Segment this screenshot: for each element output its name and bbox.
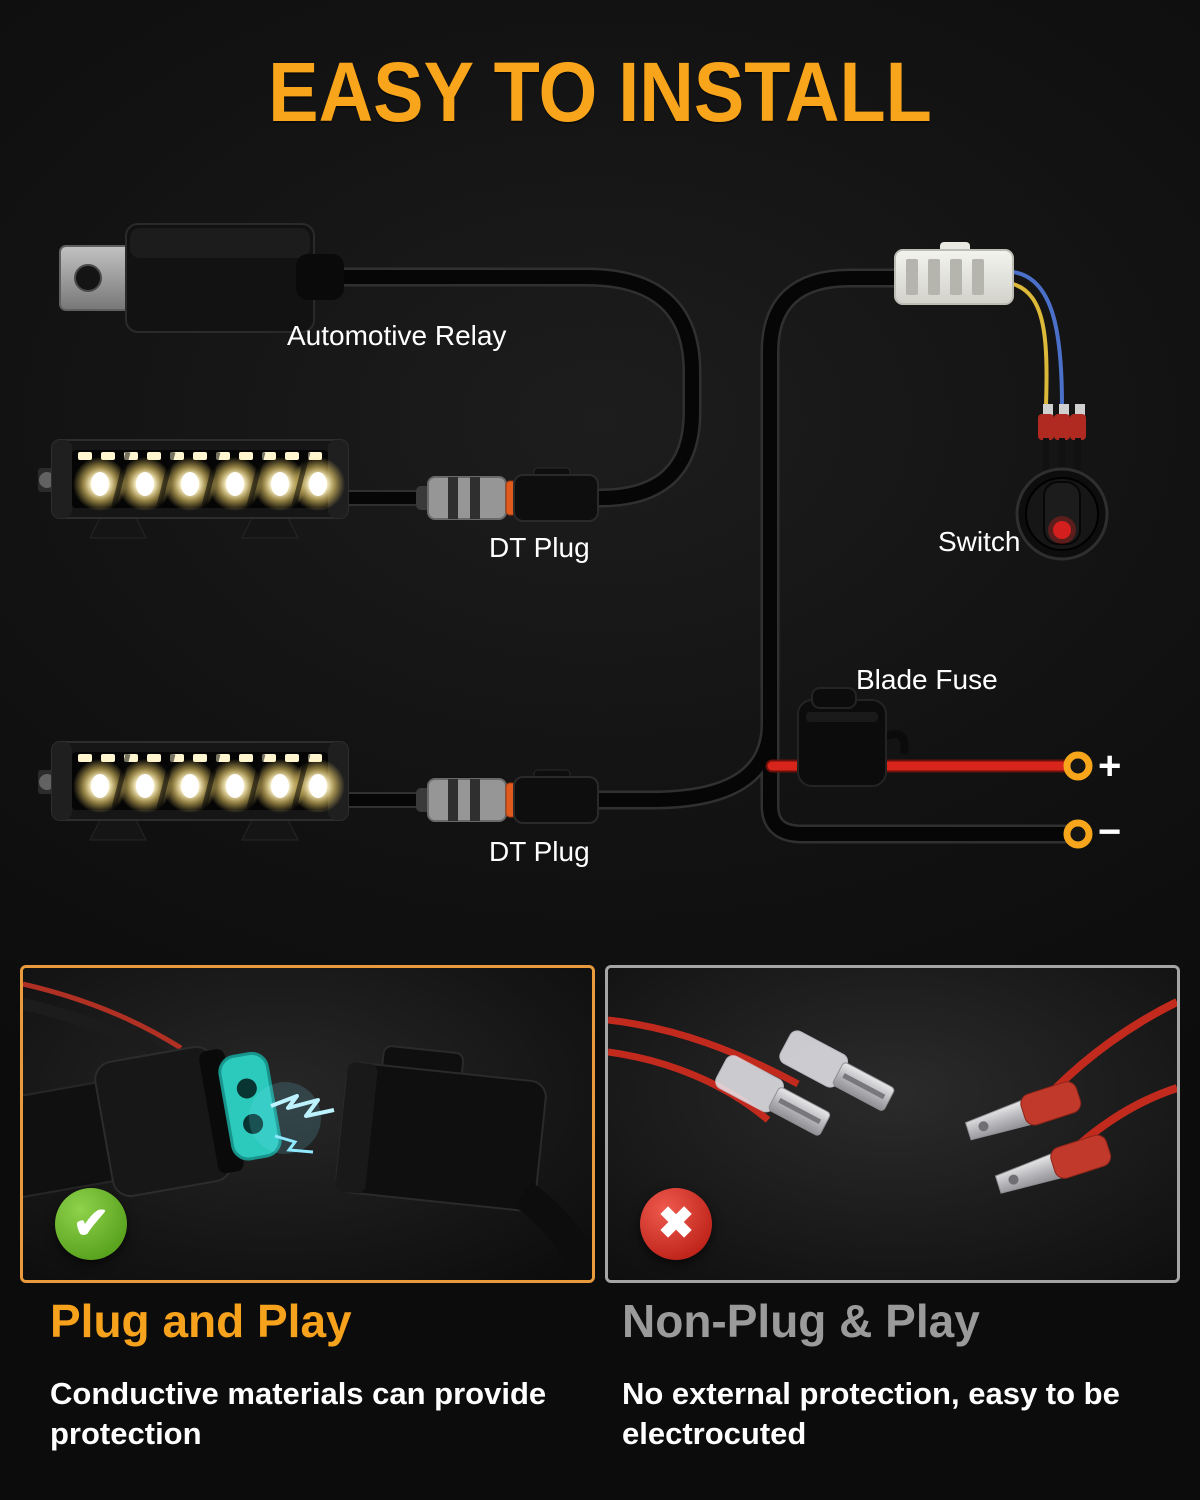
dt-female-connector (513, 474, 599, 522)
switch-connector (894, 242, 1014, 305)
spark-effect (249, 1082, 335, 1154)
non-plug-and-play-panel: ✖ (605, 965, 1180, 1283)
light-bar-2 (38, 741, 349, 841)
non-plug-and-play-heading: Non-Plug & Play (622, 1295, 980, 1347)
negative-terminal-ring (1063, 819, 1093, 849)
teal-seal (218, 1051, 282, 1161)
check-icon: ✔ (72, 1199, 110, 1248)
dt-male-connector (427, 778, 507, 822)
positive-symbol: + (1098, 744, 1122, 788)
switch-label: Switch (938, 526, 1021, 557)
dt-plug-1-label: DT Plug (489, 532, 590, 563)
negative-symbol: − (1098, 810, 1122, 854)
dt-plug-2-label: DT Plug (489, 836, 590, 867)
relay-mount-hole (74, 264, 102, 292)
switch-wires (1012, 258, 1080, 407)
relay-cable-boot (296, 254, 344, 300)
main-trunk-cable (763, 271, 1075, 841)
switch-indicator-light (1053, 521, 1071, 539)
led-reflectors (73, 451, 345, 511)
cross-icon: ✖ (657, 1199, 695, 1248)
blade-fuse-holder (797, 687, 909, 787)
male-spade-terminals (964, 1081, 1112, 1194)
dt-male-connector (427, 476, 507, 520)
dt-female-closeup (23, 1045, 282, 1199)
plug-and-play-panel: ✔ (20, 965, 595, 1283)
pigtail-wire (23, 981, 183, 1051)
harness-cables (300, 267, 1078, 844)
positive-terminal-ring (1063, 751, 1093, 781)
plug-and-play-description: Conductive materials can provide protect… (50, 1376, 547, 1452)
light2-branch-cable (587, 717, 777, 807)
switch-rocker (1043, 481, 1081, 545)
blade-fuse-label: Blade Fuse (856, 664, 998, 695)
relay-label: Automotive Relay (287, 320, 507, 351)
page-title: EASY TO INSTALL (268, 45, 932, 139)
dt-female-connector (513, 776, 599, 824)
non-plug-and-play-description: No external protection, easy to be elect… (622, 1376, 1120, 1452)
led-reflectors (73, 753, 345, 813)
automotive-relay (59, 223, 344, 333)
cross-badge: ✖ (640, 1188, 712, 1260)
dt-plug-2 (416, 769, 599, 824)
dt-male-closeup (335, 1045, 547, 1212)
rocker-switch (1015, 404, 1109, 561)
red-wires (608, 998, 1177, 1148)
plug-and-play-heading: Plug and Play (50, 1295, 352, 1347)
female-spade-terminals (715, 1030, 895, 1136)
check-badge: ✔ (55, 1188, 127, 1260)
relay-to-light-cable (303, 270, 699, 505)
dt-plug-1 (416, 467, 599, 522)
light-bar-1 (38, 439, 349, 539)
wiring-diagram-art (38, 223, 1109, 849)
wiring-diagram: Automotive Relay DT Plug Switch Blade Fu… (38, 223, 1122, 867)
